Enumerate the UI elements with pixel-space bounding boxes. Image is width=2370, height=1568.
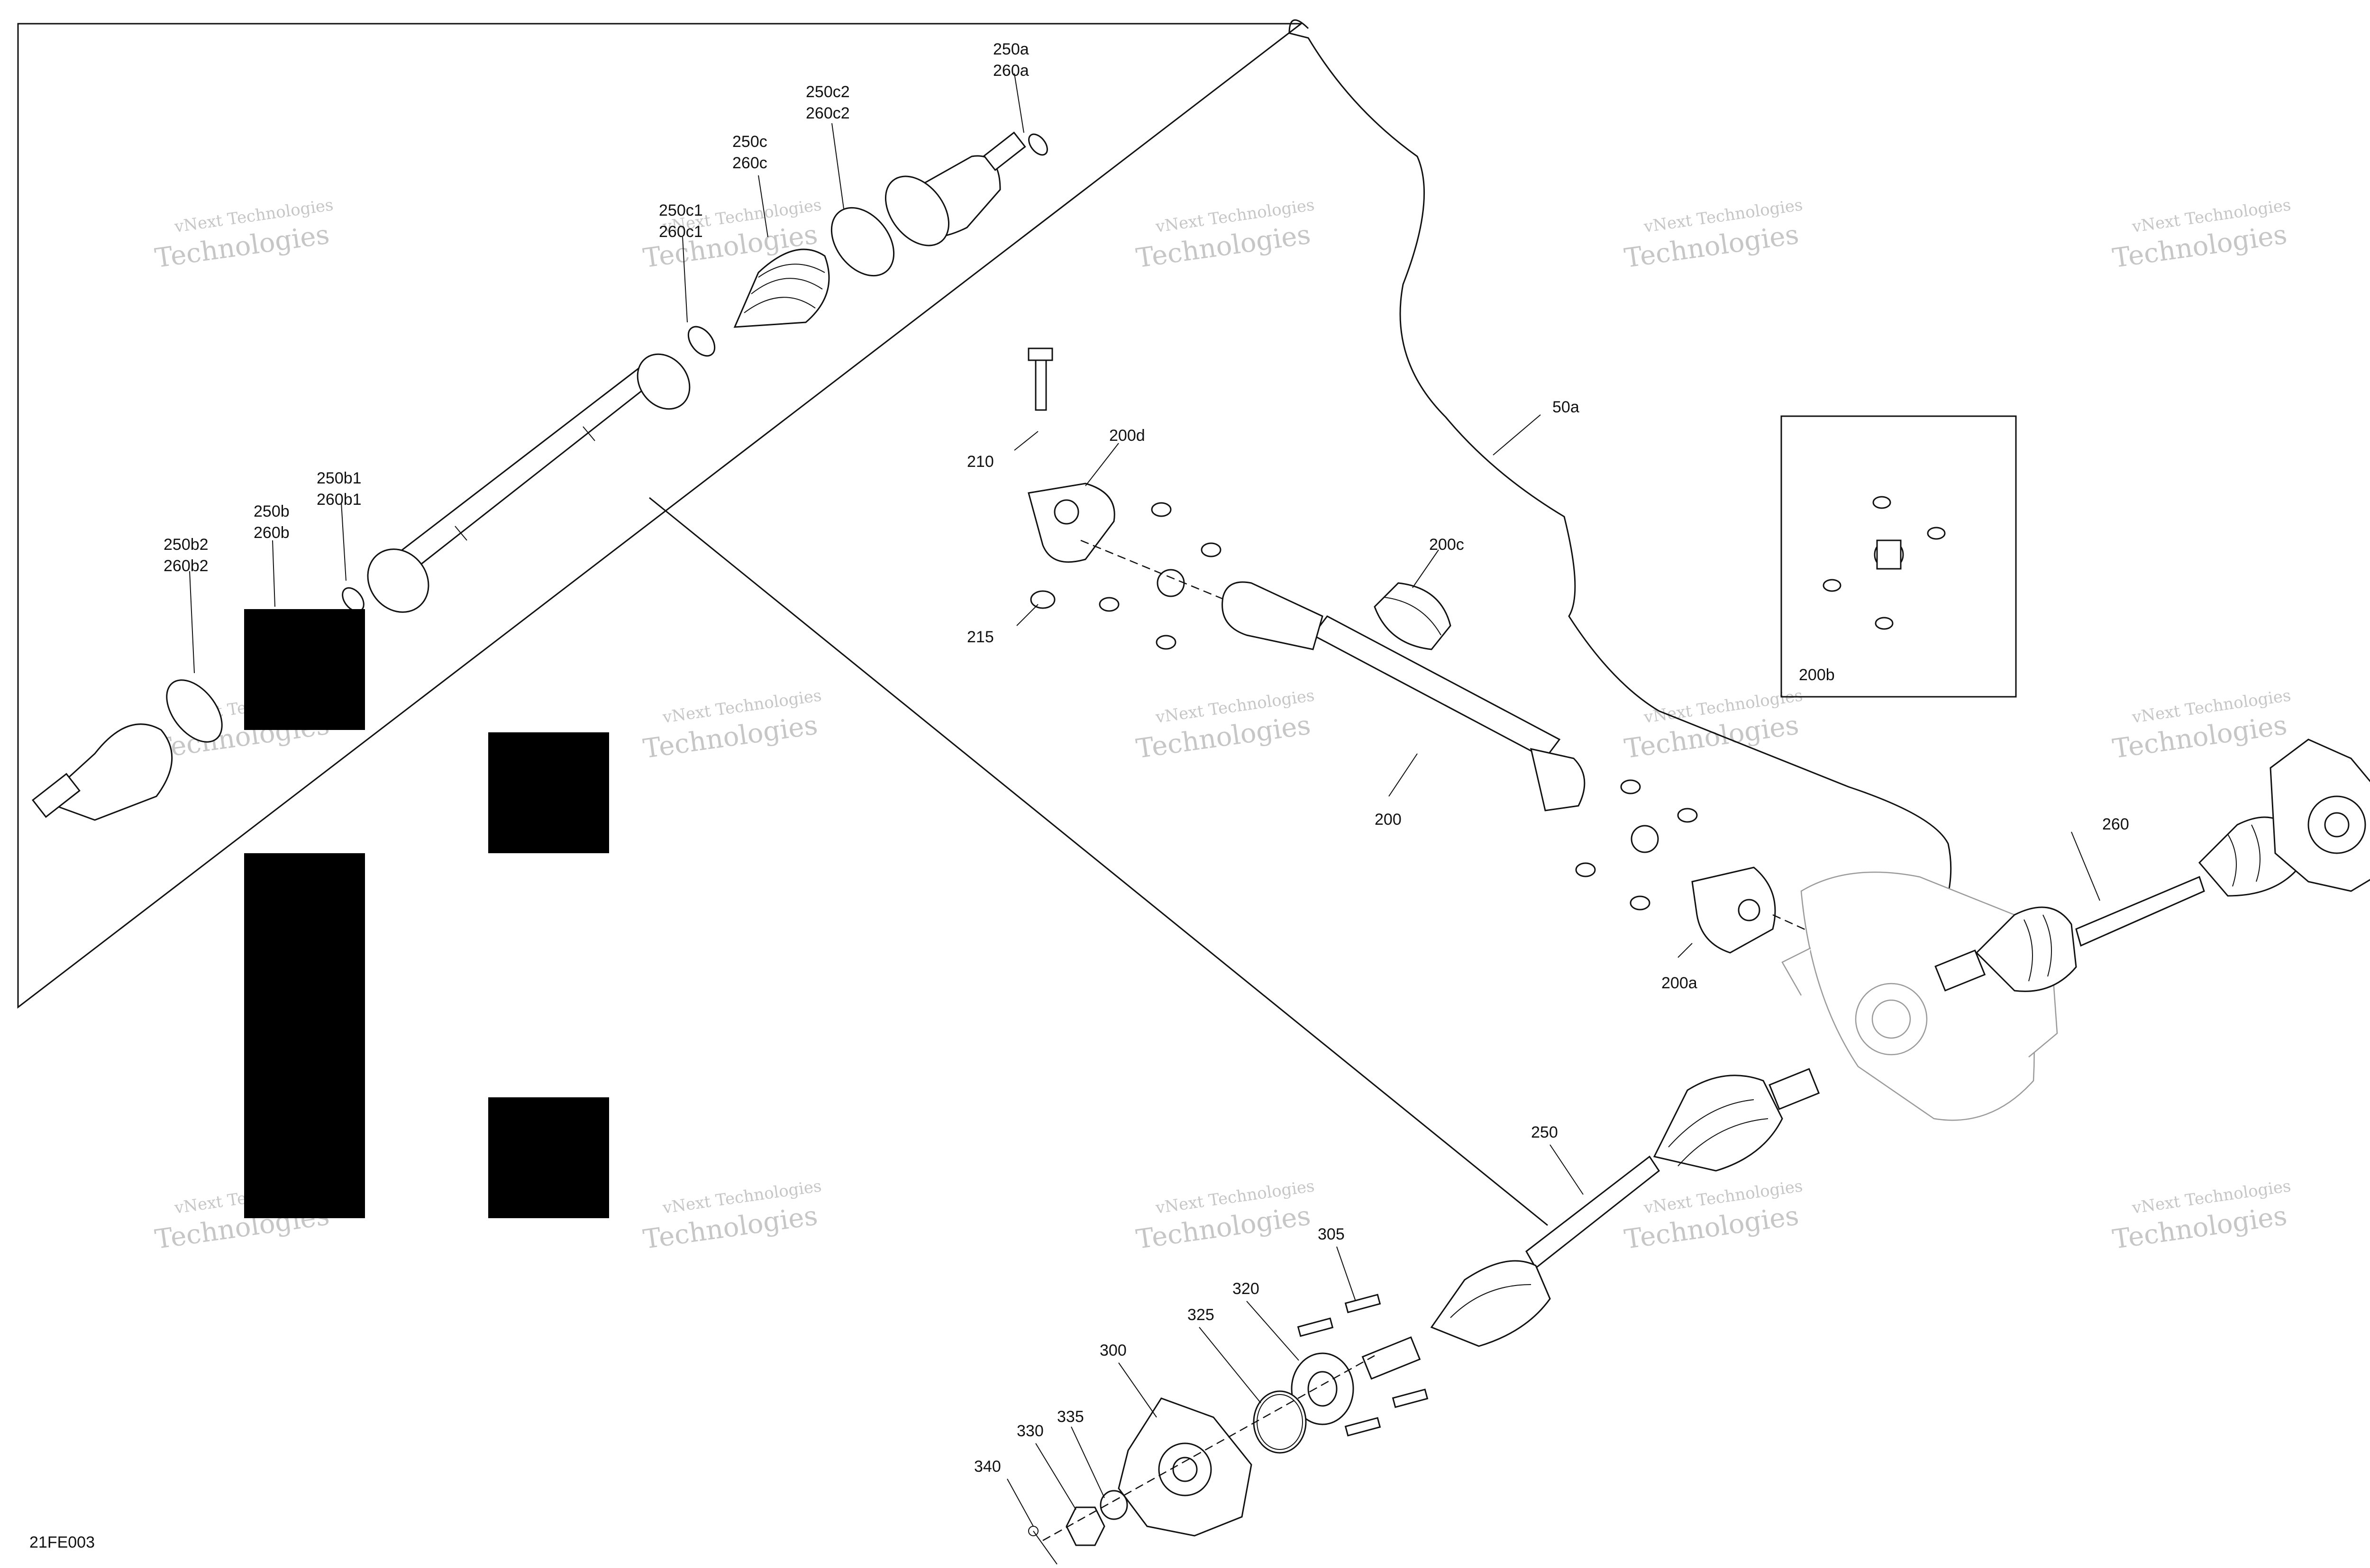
callout-50a: 50a	[1552, 398, 1579, 416]
callout-200c: 200c	[1429, 536, 1464, 554]
callout-215: 215	[967, 628, 994, 646]
drive-shaft-250	[1361, 1068, 1820, 1380]
u-joint-200b-detail	[1823, 496, 1946, 630]
callout-320: 320	[1232, 1280, 1259, 1298]
callout-leaders	[189, 73, 2100, 1527]
propeller-shaft-200	[1028, 347, 1825, 954]
callout-250b: 250b	[254, 502, 290, 520]
front-differential	[1781, 871, 2058, 1121]
callout-305: 305	[1318, 1225, 1345, 1243]
callout-250b1: 250b1	[317, 469, 362, 487]
callout-250a: 250a	[993, 40, 1029, 58]
detail-inset-frame	[17, 23, 1304, 1009]
callout-200a: 200a	[1661, 974, 1697, 992]
callout-200: 200	[1375, 811, 1402, 829]
cable-50a	[1288, 19, 1952, 934]
callout-200b: 200b	[1799, 666, 1835, 684]
callout-250c1: 250c1	[659, 201, 703, 219]
callout-250b2: 250b2	[164, 536, 209, 554]
drive-shaft-260	[1934, 738, 2370, 992]
callout-300: 300	[1100, 1341, 1127, 1359]
callout-250c: 250c	[732, 133, 767, 151]
callout-260c2: 260c2	[806, 104, 850, 122]
callout-260b1: 260b1	[317, 491, 362, 509]
callout-260c: 260c	[732, 154, 767, 172]
callout-210: 210	[967, 453, 994, 471]
callout-250c2: 250c2	[806, 83, 850, 101]
callout-200d: 200d	[1109, 427, 1145, 445]
callout-325: 325	[1187, 1306, 1214, 1324]
redaction-blocks	[244, 609, 609, 1218]
inset-leader-line	[649, 497, 1548, 1226]
callout-330: 330	[1017, 1422, 1044, 1440]
wheel-hub-assembly	[1028, 1294, 1429, 1565]
callout-340: 340	[974, 1458, 1001, 1476]
detail-box-200b	[1780, 415, 2017, 698]
callout-250: 250	[1531, 1123, 1558, 1141]
callout-260b: 260b	[254, 524, 290, 542]
inset-drive-shaft	[32, 131, 1048, 821]
callout-labels: 250a 260a 250c2 260c2 250c 260c 250c1 26…	[29, 40, 2129, 1551]
callout-335: 335	[1057, 1408, 1084, 1426]
callout-260b2: 260b2	[164, 557, 209, 575]
callout-260: 260	[2102, 815, 2129, 833]
diagram-code: 21FE003	[29, 1533, 95, 1551]
callout-260a: 260a	[993, 62, 1029, 80]
callout-260c1: 260c1	[659, 223, 703, 241]
